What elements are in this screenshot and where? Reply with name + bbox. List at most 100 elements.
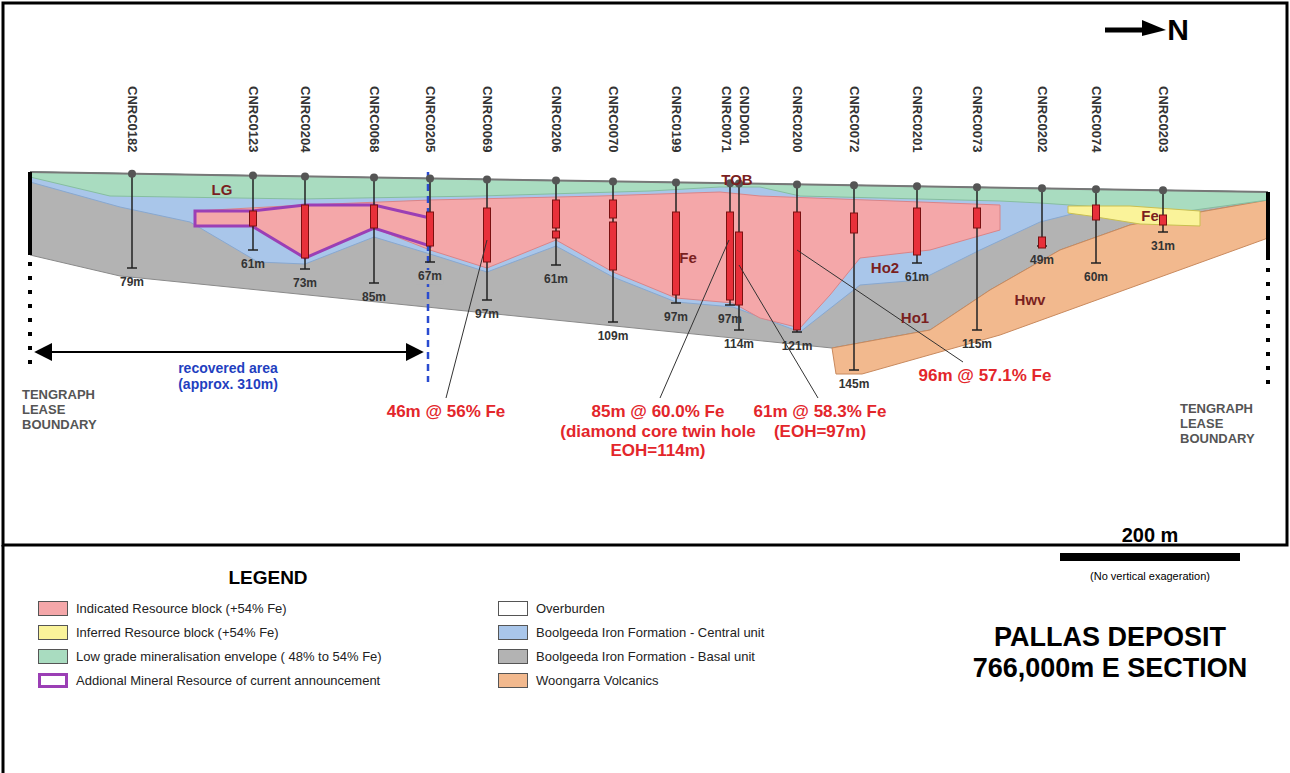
drillhole-id: CNRC0199 [669, 86, 684, 152]
hole-collar [793, 180, 801, 188]
drillhole-id: CNRC0201 [910, 86, 925, 152]
intercept-bar [371, 205, 378, 228]
hole-end [127, 267, 137, 269]
legend-swatch [38, 649, 68, 664]
hole-depth: 85m [362, 291, 386, 305]
drillhole-trace [131, 174, 133, 268]
hole-end [734, 329, 744, 331]
hole-depth: 145m [839, 378, 870, 392]
intercept-bar [673, 212, 680, 295]
recovered-arrow [36, 351, 422, 353]
hole-end [369, 282, 379, 284]
hole-end [849, 369, 859, 371]
unit-label: Fe [1141, 207, 1159, 224]
hole-end [1091, 262, 1101, 264]
legend-heading: LEGEND [228, 567, 307, 589]
legend-swatch [38, 673, 68, 688]
hole-collar [301, 172, 309, 180]
hole-end [671, 302, 681, 304]
hole-end [482, 299, 492, 301]
scale-bar [1060, 553, 1240, 561]
additional-resource-outline [195, 205, 430, 258]
hole-depth: 49m [1030, 254, 1054, 268]
hole-collar [1159, 186, 1167, 194]
drillhole-id: CNDD001 [737, 86, 752, 145]
hole-collar [1038, 184, 1046, 192]
legend-text: Overburden [536, 600, 605, 618]
hole-end [972, 329, 982, 331]
legend-text: Boolgeeda Iron Formation - Central unit [536, 624, 764, 642]
drillhole-id: CNRC0070 [606, 86, 621, 152]
leader-line [739, 265, 818, 398]
intercept-bar [484, 208, 491, 262]
leader-line [797, 250, 963, 362]
legend-text: Woongarra Volcanics [536, 672, 659, 690]
indicated-resource [195, 192, 1000, 328]
hole-end [912, 262, 922, 264]
hole-collar [672, 178, 680, 186]
legend-text: Indicated Resource block (+54% Fe) [76, 600, 287, 618]
intercept-bar [427, 212, 434, 246]
intercept-bar [914, 208, 921, 255]
intercept-bar [302, 205, 309, 258]
hole-collar [249, 172, 257, 180]
legend-swatch [498, 673, 528, 688]
north-arrowhead [1142, 20, 1166, 36]
intercept-callout: 85m @ 60.0% Fe (diamond core twin hole E… [556, 402, 761, 461]
hole-collar [913, 182, 921, 190]
hole-collar [973, 183, 981, 191]
hole-depth: 109m [598, 330, 629, 344]
lease-boundary-label: TENGRAPH LEASE BOUNDARY [1180, 402, 1280, 447]
hole-end [792, 331, 802, 333]
drillholes [127, 170, 1168, 370]
hole-depth: 73m [293, 277, 317, 291]
inferred-resource [1068, 206, 1200, 226]
lease-boundary [28, 262, 32, 372]
frame-line [2, 545, 5, 773]
drillhole-id: CNRC0068 [367, 86, 382, 152]
section-title: PALLAS DEPOSIT 766,000m E SECTION [955, 622, 1265, 684]
north-label: N [1167, 13, 1189, 48]
lease-boundary-label: TENGRAPH LEASE BOUNDARY [22, 388, 122, 433]
lease-boundary [1266, 268, 1270, 390]
north-arrow [1105, 28, 1148, 33]
hole-collar [1092, 185, 1100, 193]
unit-label: Fe [679, 249, 697, 266]
hole-collar [128, 170, 136, 178]
intercept-bar [974, 208, 981, 228]
intercept-bar [1160, 215, 1167, 225]
drillhole-id: CNRC0071 [719, 86, 734, 152]
hole-depth: 61m [544, 273, 568, 287]
hole-depth: 61m [241, 258, 265, 272]
hole-end [608, 321, 618, 323]
hole-depth: 60m [1084, 271, 1108, 285]
intercept-callout: 46m @ 56% Fe [361, 402, 531, 422]
hole-depth: 67m [416, 270, 444, 284]
hole-depth: 114m [724, 338, 754, 352]
legend-text: Addional Mineral Resource of current ann… [76, 672, 380, 690]
legend-text: Inferred Resource block (+54% Fe) [76, 624, 279, 642]
hole-depth: 97m [664, 311, 688, 325]
intercept-callout: 61m @ 58.3% Fe (EOH=97m) [745, 402, 895, 441]
drillhole-id: CNRC0205 [423, 86, 438, 152]
lease-boundary [1266, 192, 1270, 260]
hole-collar [609, 177, 617, 185]
intercept-bar [553, 231, 560, 238]
legend-swatch [498, 649, 528, 664]
drillhole-id: CNRC0073 [970, 86, 985, 152]
hole-depth: 31m [1151, 240, 1175, 254]
scale-label: 200 m [1122, 524, 1179, 547]
drillhole-id: CNRC0204 [298, 86, 313, 152]
section-frame [3, 3, 1287, 545]
hole-collar [370, 174, 378, 182]
intercept-callout: 96m @ 57.1% Fe [900, 366, 1070, 386]
hole-collar [850, 181, 858, 189]
legend-text: Low grade mineralisation envelope ( 48% … [76, 648, 382, 666]
drillhole-id: CNRC0202 [1035, 86, 1050, 152]
drillhole-id: CNRC0072 [847, 86, 862, 152]
intercept-bar [553, 200, 560, 228]
intercept-bar [1093, 205, 1100, 220]
hole-depth: 97m [475, 308, 499, 322]
hole-end [425, 261, 435, 263]
central-unit [30, 172, 1268, 332]
